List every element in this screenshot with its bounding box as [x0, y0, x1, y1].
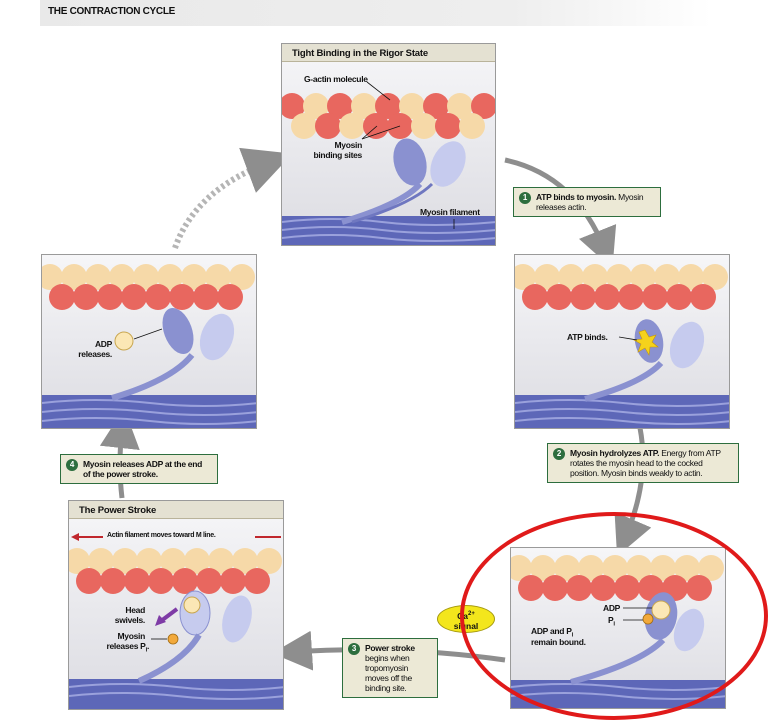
step-3-text: begins when tropomyosin moves off the bi…: [365, 653, 412, 693]
g-actin-label: G-actin molecule: [304, 74, 368, 84]
actin-filament: [42, 264, 255, 310]
myosin-head: [111, 307, 235, 401]
myosin-head: [584, 319, 705, 402]
panel-adp-releases: ADP releases.: [41, 254, 257, 429]
step-number-badge: 4: [66, 459, 78, 471]
myosin-filament-label: Myosin filament: [420, 207, 480, 217]
panel-title-bar: [282, 44, 495, 62]
myosin-head: [341, 138, 466, 225]
binding-sites-label-2: binding sites: [313, 150, 362, 160]
adp-illustration: [42, 264, 256, 428]
swivel-arrow-icon: [159, 607, 179, 623]
actin-filament: [515, 264, 728, 310]
step-2-text: Energy from ATP rotates the myosin head …: [570, 448, 721, 478]
head-swivels-label-1: Head: [125, 605, 145, 615]
myosin-filament: [69, 679, 283, 709]
head-swivels-label-2: swivels.: [114, 615, 146, 625]
atp-binds-label: ATP binds.: [567, 332, 608, 342]
arrow-adp-to-rigor: [172, 147, 293, 249]
actin-moves-label: Actin filament moves toward M line.: [107, 532, 216, 539]
adp-label-2: releases.: [78, 349, 112, 359]
atp-illustration: [515, 264, 729, 428]
page-title: THE CONTRACTION CYCLE: [48, 6, 176, 17]
myosin-releases-label-1: Myosin: [117, 631, 146, 641]
myosin-filament: [282, 216, 495, 245]
atp-burst-icon: [633, 329, 659, 356]
step-2-box: 2 Myosin hydrolyzes ATP. Energy from ATP…: [547, 443, 739, 483]
binding-sites-label-1: Myosin: [334, 140, 363, 150]
panel-title: Tight Binding in the Rigor State: [292, 48, 428, 59]
panel-atp-binds: ATP binds.: [514, 254, 730, 429]
step-1-bold: ATP binds to myosin.: [536, 192, 617, 202]
header-bar: [40, 0, 712, 26]
power-illustration: [69, 533, 283, 709]
step-2-bold: Myosin hydrolyzes ATP.: [570, 448, 660, 458]
myosin-filament: [515, 395, 729, 428]
adp-molecule: [114, 331, 134, 351]
step-number-badge: 3: [348, 643, 360, 655]
step-1-box: 1 ATP binds to myosin. Myosin releases a…: [513, 187, 661, 217]
pi-molecule: [167, 633, 179, 645]
actin-filament: [282, 93, 495, 139]
myosin-releases-label-2: releases Pi.: [106, 641, 149, 654]
panel-title-bar: [69, 501, 283, 519]
rigor-illustration: [282, 81, 495, 245]
adp-molecule: [183, 596, 201, 614]
step-4-text: Myosin releases ADP at the end of the po…: [83, 459, 203, 479]
step-number-badge: 2: [553, 448, 565, 460]
step-number-badge: 1: [519, 192, 531, 204]
step-4-box: 4 Myosin releases ADP at the end of the …: [60, 454, 218, 484]
step-1-text: Myosin releases actin.: [536, 192, 644, 212]
highlight-circle: [460, 512, 768, 720]
adp-label-1: ADP: [94, 339, 112, 349]
step-3-box: 3 Power stroke begins when tropomyosin m…: [342, 638, 438, 698]
actin-filament: [69, 548, 282, 594]
panel-rigor-state: Tight Binding in the Rigor State: [281, 43, 496, 246]
panel-title: The Power Stroke: [79, 505, 157, 516]
myosin-filament: [42, 395, 256, 428]
panel-power-stroke: The Power Stroke: [68, 500, 284, 710]
step-3-bold: Power stroke: [365, 643, 415, 653]
